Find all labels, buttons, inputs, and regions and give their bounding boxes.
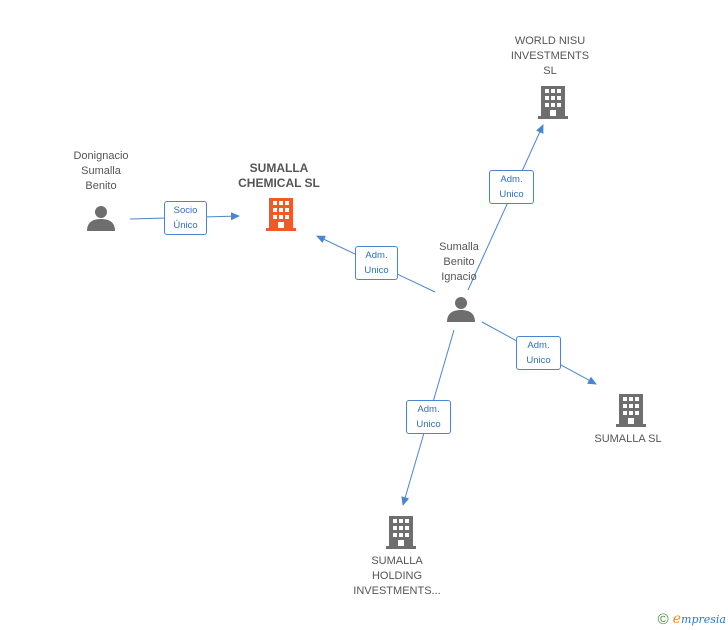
brand-footer: © empresia xyxy=(658,611,726,627)
brand-logo[interactable]: empresia xyxy=(672,611,726,627)
edge-label-adm-unico-sumalla-sl[interactable]: Adm. Unico xyxy=(516,336,561,370)
edge-label-adm-unico-world-nisu[interactable]: Adm. Unico xyxy=(489,170,534,204)
edge-label-socio-unico[interactable]: Socio Único xyxy=(164,201,207,235)
node-label-sumalla-benito-ignacio[interactable]: Sumalla Benito Ignacio xyxy=(439,241,479,283)
node-label-sumalla-chemical[interactable]: SUMALLA CHEMICAL SL xyxy=(238,161,320,190)
person-icon[interactable] xyxy=(447,297,475,322)
person-icon[interactable] xyxy=(87,206,115,231)
building-icon[interactable] xyxy=(616,394,646,427)
node-label-sumalla-sl[interactable]: SUMALLA SL xyxy=(594,433,662,445)
copyright-icon: © xyxy=(657,610,669,628)
edge-label-adm-unico-chemical[interactable]: Adm. Unico xyxy=(355,246,398,280)
node-label-world-nisu[interactable]: WORLD NISU INVESTMENTS SL xyxy=(510,35,590,77)
edge-label-adm-unico-holding[interactable]: Adm. Unico xyxy=(406,400,451,434)
edge-benito-ignacio-to-world-nisu xyxy=(467,124,544,291)
building-icon[interactable] xyxy=(538,86,568,119)
node-label-sumalla-holding[interactable]: SUMALLA HOLDING INVESTMENTS... xyxy=(353,555,441,597)
building-icon[interactable] xyxy=(266,198,296,231)
building-icon[interactable] xyxy=(386,516,416,549)
node-label-donignacio[interactable]: Donignacio Sumalla Benito xyxy=(73,150,129,192)
